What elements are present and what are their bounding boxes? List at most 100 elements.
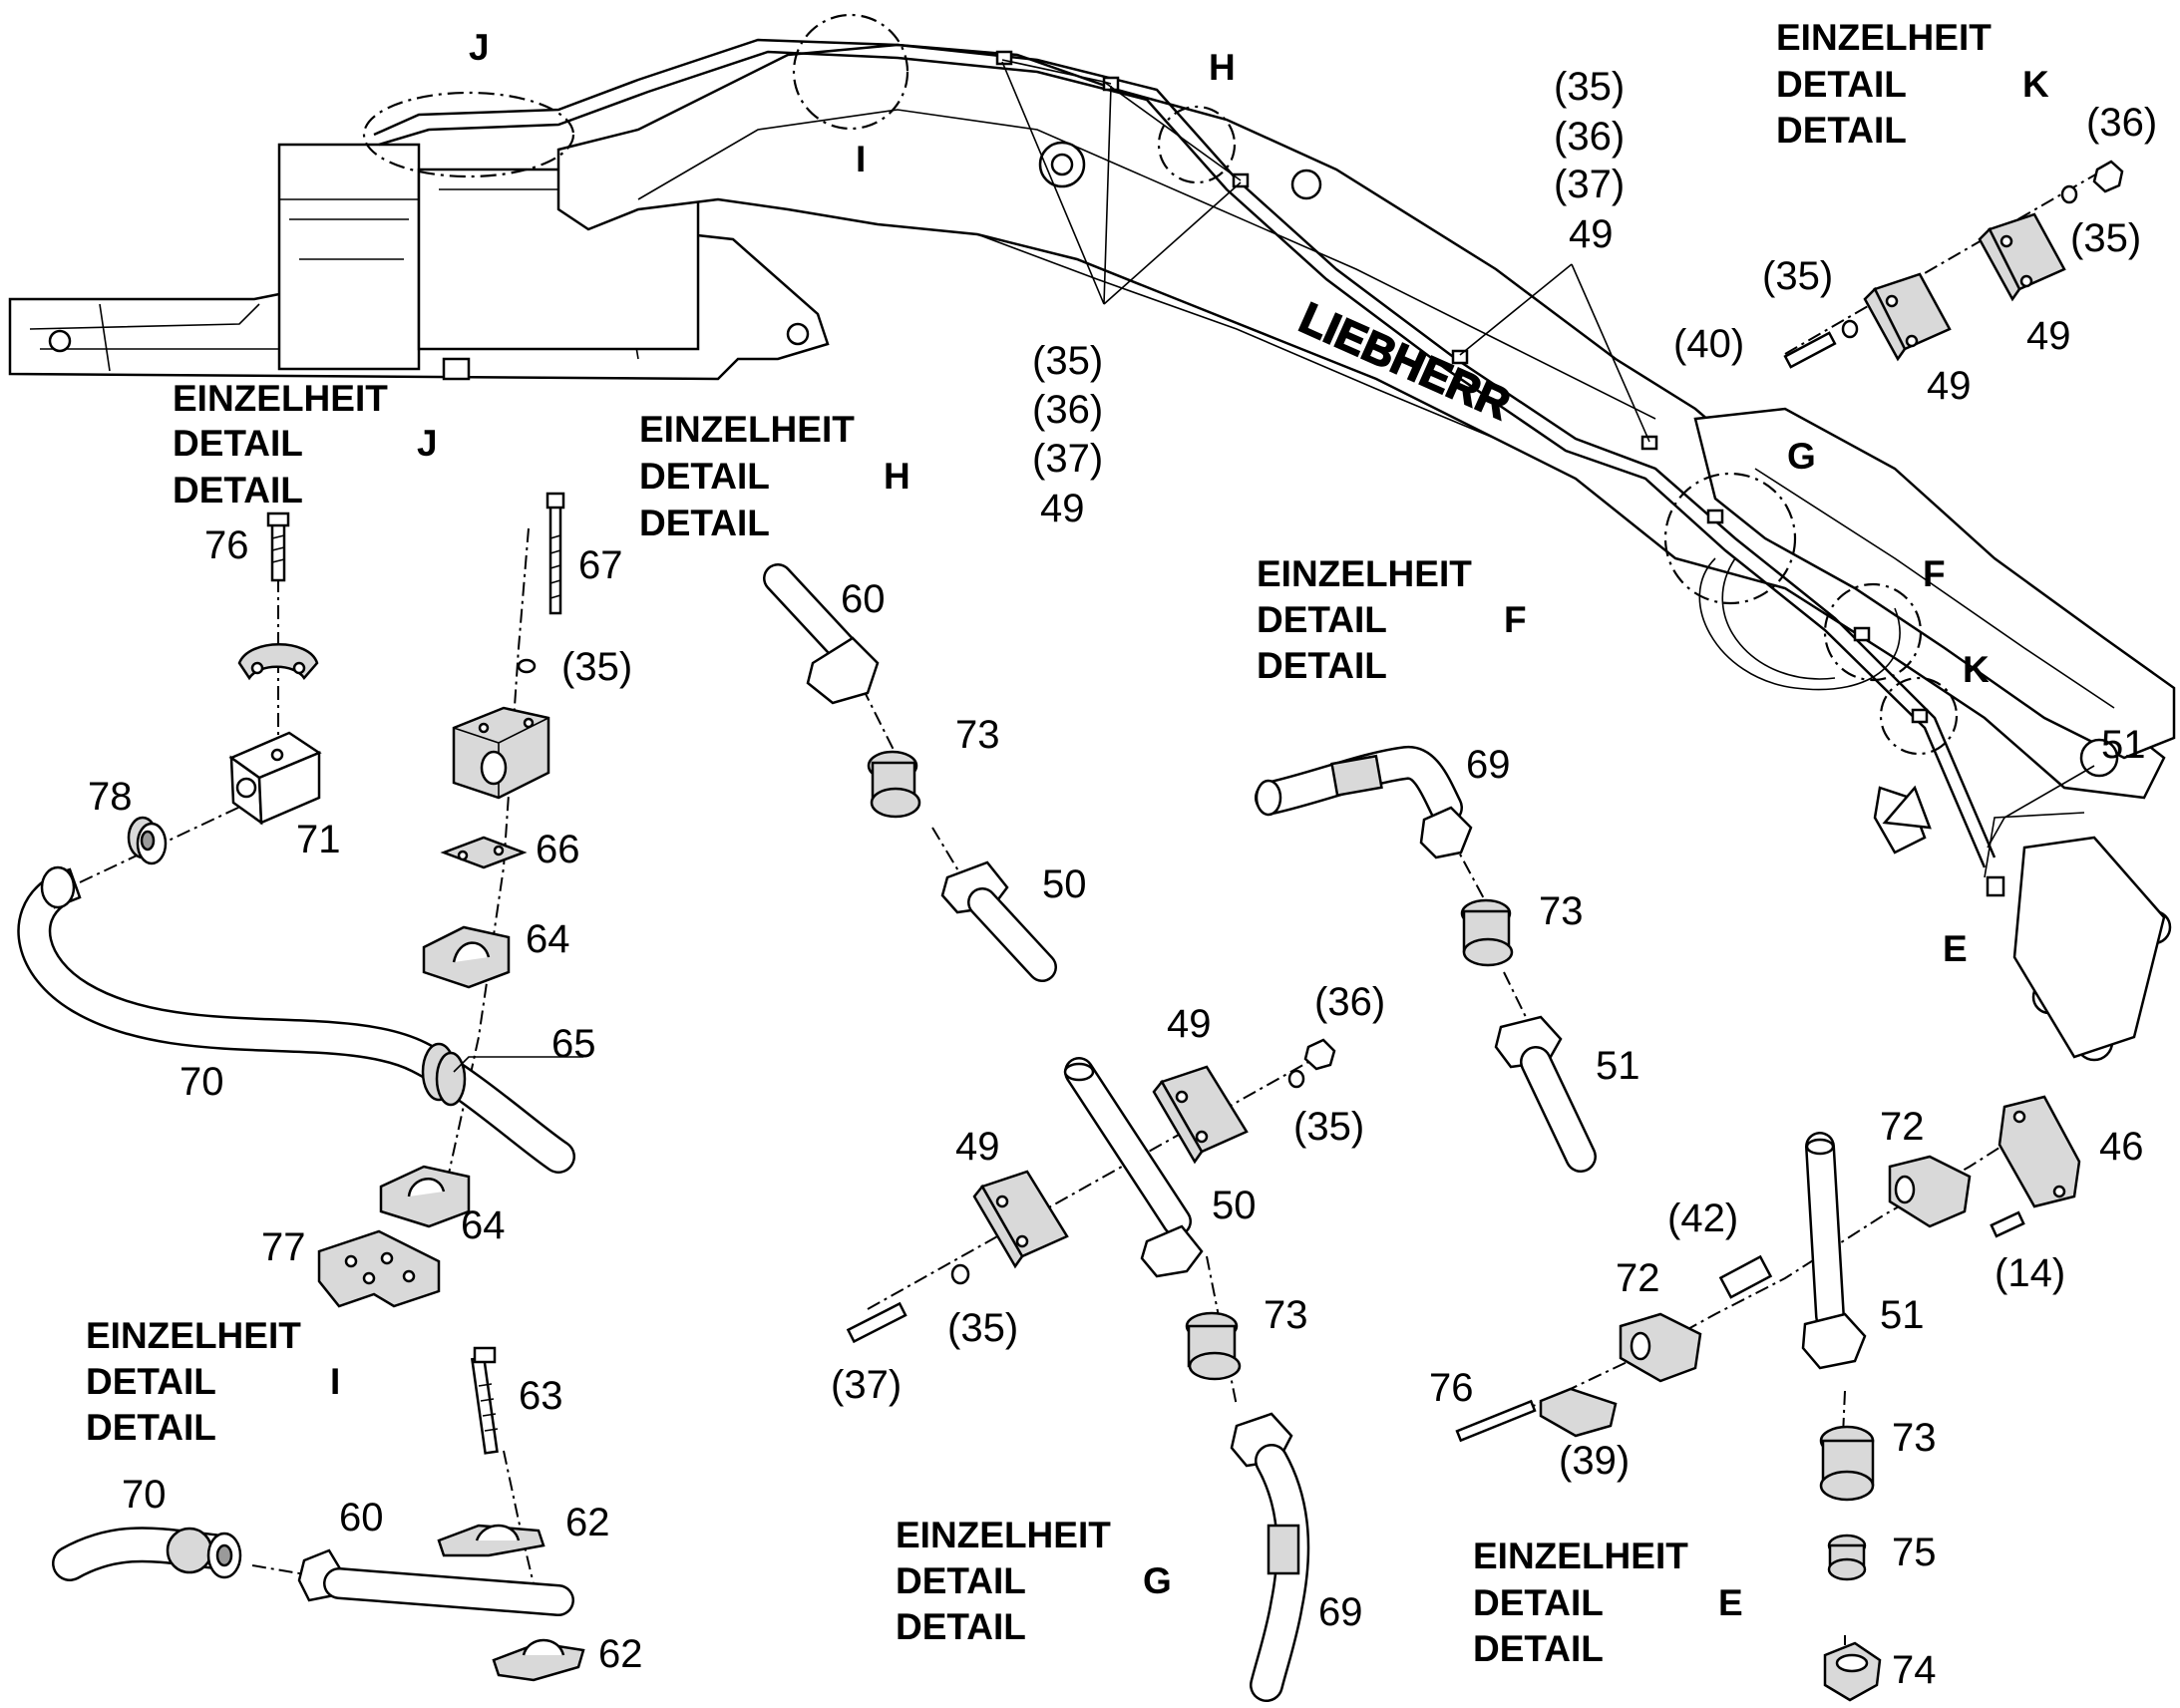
label-j-67: 67	[578, 543, 623, 587]
detail-I-line2: DETAIL	[86, 1361, 216, 1402]
label-g-49a: 49	[1167, 1002, 1212, 1046]
detail-F-line2: DETAIL	[1257, 599, 1387, 640]
label-j-71: 71	[296, 818, 341, 861]
label-j-64b: 64	[461, 1203, 506, 1247]
detail-I-letter: I	[330, 1361, 340, 1402]
label-f-69: 69	[1466, 743, 1511, 787]
label-j-66: 66	[536, 828, 580, 871]
label-e-76: 76	[1429, 1366, 1474, 1410]
label-k-49b: 49	[1927, 364, 1972, 408]
detail-J-parts: 76 67 (35) 78 71 66 64 65 70 64 77	[17, 492, 632, 1308]
detail-J-line2: DETAIL	[173, 423, 303, 464]
detail-H-line2: DETAIL	[639, 456, 770, 497]
detail-H-parts: 60 73 50	[763, 563, 1087, 982]
label-e-75: 75	[1892, 1531, 1937, 1574]
label-i-70: 70	[122, 1473, 167, 1517]
callout-boom-upper-3: (37)	[1554, 163, 1625, 206]
overview-detail-letters: J I H G F K E	[469, 27, 1990, 969]
detail-G-letter: G	[1143, 1560, 1172, 1601]
label-e-73: 73	[1892, 1416, 1937, 1460]
callout-boom-mid-3: (37)	[1032, 437, 1103, 481]
label-e-51: 51	[1880, 1293, 1925, 1337]
overview-label-J: J	[469, 27, 490, 68]
detail-E-parts: 72 46 (42) (14) 72 51 76 (39) 73 75 74	[1429, 1095, 2144, 1702]
detail-I-parts: 63 70 60 62 62	[52, 1346, 643, 1682]
label-h-60: 60	[841, 577, 886, 621]
callout-boom-upper-4: 49	[1569, 212, 1614, 256]
detail-G-line2: DETAIL	[896, 1560, 1026, 1601]
callout-boom-upper-1: (35)	[1554, 65, 1625, 109]
detail-H-letter: H	[884, 456, 910, 497]
label-e-72b: 72	[1616, 1256, 1660, 1300]
label-k-36: (36)	[2086, 101, 2157, 145]
overview-label-I: I	[856, 139, 866, 179]
label-e-14: (14)	[1995, 1251, 2065, 1295]
label-i-62b: 62	[598, 1632, 643, 1676]
detail-G-line3: DETAIL	[896, 1606, 1026, 1647]
detail-heading-G: EINZELHEIT DETAIL G DETAIL	[896, 1515, 1172, 1647]
detail-F-line3: DETAIL	[1257, 645, 1387, 686]
callout-boom-mid-2: (36)	[1032, 388, 1103, 432]
detail-F-letter: F	[1504, 599, 1527, 640]
label-i-62a: 62	[565, 1501, 610, 1544]
detail-heading-H: EINZELHEIT DETAIL H DETAIL	[639, 409, 910, 543]
label-g-37: (37)	[831, 1363, 902, 1407]
label-e-42: (42)	[1667, 1196, 1738, 1240]
label-g-73: 73	[1264, 1293, 1308, 1337]
label-i-63: 63	[519, 1374, 563, 1418]
detail-E-letter: E	[1718, 1582, 1743, 1623]
label-j-35: (35)	[561, 645, 632, 689]
label-j-78: 78	[88, 775, 133, 819]
label-g-50: 50	[1212, 1184, 1257, 1227]
detail-K-line3: DETAIL	[1776, 110, 1907, 151]
label-g-69: 69	[1318, 1590, 1363, 1634]
label-j-77: 77	[261, 1225, 306, 1269]
overview-label-H: H	[1209, 47, 1236, 88]
detail-J-letter: J	[417, 423, 438, 464]
label-j-65: 65	[551, 1022, 596, 1066]
detail-E-overview-callout: 51	[1987, 723, 2146, 849]
label-k-35b: (35)	[1762, 254, 1833, 298]
label-g-36: (36)	[1314, 980, 1385, 1024]
label-g-35b: (35)	[947, 1306, 1018, 1350]
label-e-74: 74	[1892, 1648, 1937, 1692]
overview-label-F: F	[1923, 553, 1946, 594]
callout-boom-mid-1: (35)	[1032, 339, 1103, 383]
label-h-73: 73	[955, 713, 1000, 757]
overview-label-E: E	[1943, 928, 1968, 969]
label-e-72a: 72	[1880, 1105, 1925, 1149]
detail-I-line3: DETAIL	[86, 1407, 216, 1448]
label-k-35a: (35)	[2070, 216, 2141, 260]
detail-heading-I: EINZELHEIT DETAIL I DETAIL	[86, 1315, 340, 1448]
label-e-46: 46	[2099, 1125, 2144, 1169]
detail-F-parts: 69 73 51	[1255, 743, 1640, 1173]
label-f-51: 51	[1596, 1044, 1640, 1088]
overview-label-G: G	[1787, 436, 1816, 477]
detail-E-line3: DETAIL	[1473, 1628, 1604, 1669]
label-h-50: 50	[1042, 862, 1087, 906]
label-g-35a: (35)	[1293, 1105, 1364, 1149]
detail-heading-K: EINZELHEIT DETAIL K DETAIL	[1776, 17, 2049, 151]
detail-J-line1: EINZELHEIT	[173, 378, 388, 419]
callout-stack-boom-upper: (35) (36) (37) 49	[1554, 65, 1625, 256]
detail-G-parts: 49 (36) (35) 49 50 73 (35) (37) 69	[831, 980, 1385, 1702]
label-j-76: 76	[204, 523, 249, 567]
detail-E-line2: DETAIL	[1473, 1582, 1604, 1623]
detail-heading-F: EINZELHEIT DETAIL F DETAIL	[1257, 553, 1527, 686]
detail-K-line2: DETAIL	[1776, 64, 1907, 105]
detail-E-line1: EINZELHEIT	[1473, 1536, 1688, 1576]
detail-K-line1: EINZELHEIT	[1776, 17, 1992, 58]
detail-J-line3: DETAIL	[173, 470, 303, 511]
detail-H-line3: DETAIL	[639, 503, 770, 543]
detail-G-line1: EINZELHEIT	[896, 1515, 1111, 1555]
detail-K-parts: (36) (35) (35) (40) 49 49	[1673, 101, 2157, 408]
callout-stack-boom-mid: (35) (36) (37) 49	[1032, 339, 1103, 530]
label-j-64a: 64	[526, 917, 570, 961]
overview-label-K: K	[1963, 649, 1990, 690]
excavator-boom-overview: LIEBHERR	[8, 13, 2176, 1062]
label-j-70: 70	[180, 1060, 224, 1104]
label-e-39: (39)	[1559, 1439, 1630, 1483]
detail-I-line1: EINZELHEIT	[86, 1315, 301, 1356]
detail-heading-J: EINZELHEIT DETAIL J DETAIL	[173, 378, 438, 511]
